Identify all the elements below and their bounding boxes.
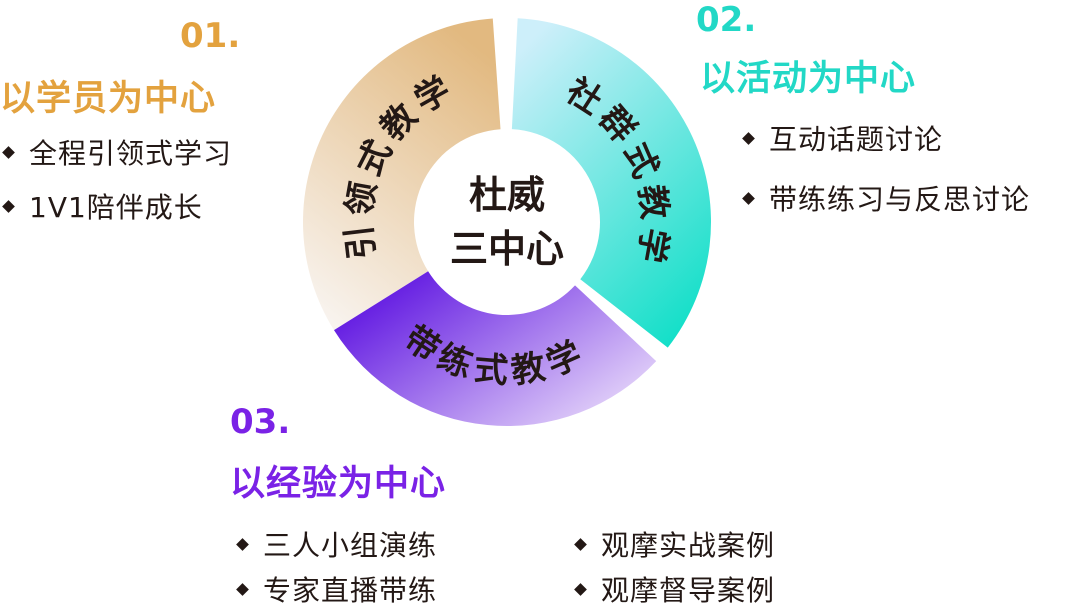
diamond-bullet-icon: [574, 537, 587, 551]
diamond-bullet-icon: [236, 582, 249, 596]
section1-number: 01.: [180, 16, 241, 56]
bullet-text: 带练练习与反思讨论: [769, 183, 1031, 216]
section3-bullet: 专家直播带练: [234, 569, 437, 609]
section2-bullet: 带练练习与反思讨论: [740, 178, 1030, 218]
bullet-text: 1V1陪伴成长: [29, 191, 203, 224]
diamond-bullet-icon: [742, 191, 755, 205]
bullet-text: 全程引领式学习: [29, 137, 233, 170]
bullet-text: 专家直播带练: [263, 574, 438, 607]
bullet-text: 互动话题讨论: [769, 123, 944, 156]
section3-bullet: 观摩督导案例: [572, 569, 775, 609]
segment-guided-teaching: [303, 18, 501, 331]
diamond-bullet-icon: [236, 537, 249, 551]
bullet-text: 观摩实战案例: [601, 529, 776, 562]
center-title-line1: 杜威: [469, 173, 545, 217]
center-title-line2: 三中心: [450, 227, 564, 271]
section1-title: 以学员为中心: [0, 79, 217, 119]
section2-bullet: 互动话题讨论: [740, 118, 943, 158]
segment-practice-teaching: [333, 271, 657, 427]
diamond-bullet-icon: [574, 582, 587, 596]
section3-title: 以经验为中心: [230, 464, 447, 504]
section2-number: 02.: [696, 0, 757, 40]
bullet-text: 观摩督导案例: [601, 574, 776, 607]
bullet-text: 三人小组演练: [263, 529, 438, 562]
diamond-bullet-icon: [2, 199, 15, 213]
section1-bullet: 全程引领式学习: [0, 132, 232, 172]
section3-bullet: 观摩实战案例: [572, 524, 775, 564]
section2-title: 以活动为中心: [700, 59, 917, 99]
diamond-bullet-icon: [742, 131, 755, 145]
section1-bullet: 1V1陪伴成长: [0, 186, 203, 226]
section3-bullet: 三人小组演练: [234, 524, 437, 564]
segment-community-teaching: [511, 18, 711, 348]
diamond-bullet-icon: [2, 145, 15, 159]
section3-number: 03.: [230, 402, 291, 442]
